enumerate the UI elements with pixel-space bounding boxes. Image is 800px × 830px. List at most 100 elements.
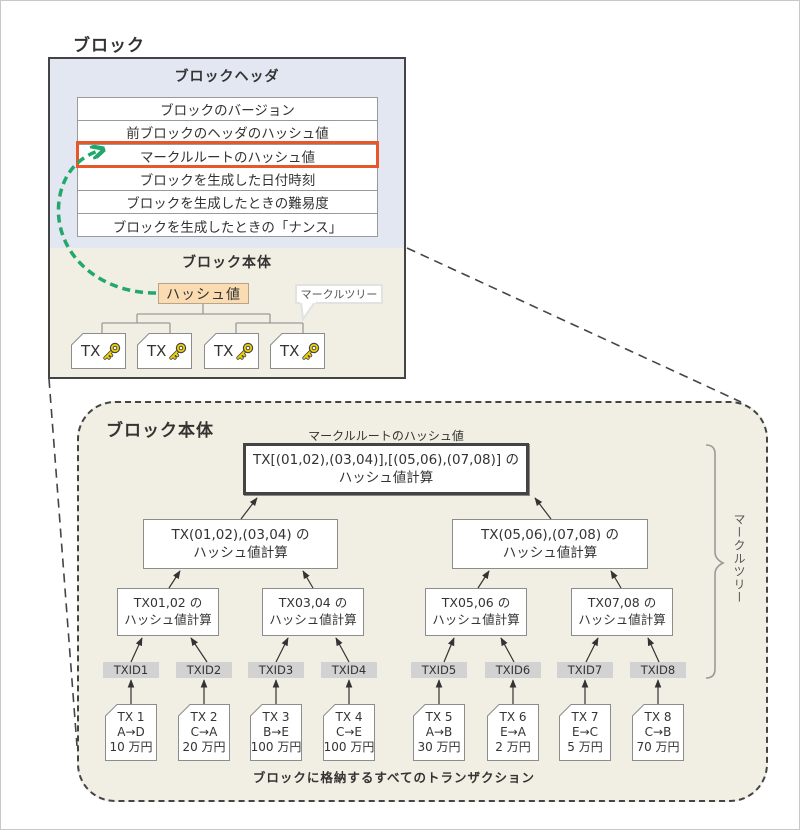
node-line-2: ハッシュ値計算 xyxy=(338,470,434,486)
merkle-root-highlight xyxy=(76,141,379,168)
level3-node: TX03,04 の ハッシュ値計算 xyxy=(262,588,364,636)
tx-transfer: C→E xyxy=(335,725,362,739)
tx-amount: 100 万円 xyxy=(250,740,302,754)
transaction-document: TX 4 C→E 100 万円 xyxy=(323,704,375,761)
tx-id: TX 4 xyxy=(335,710,363,724)
level2-node: TX(01,02),(03,04) の ハッシュ値計算 xyxy=(143,519,338,569)
tx-transfer: C→A xyxy=(190,725,218,739)
header-field-difficulty: ブロックを生成したときの難易度 xyxy=(78,191,377,215)
node-line-2: ハッシュ値計算 xyxy=(124,612,212,627)
node-line-1: TX03,04 の xyxy=(278,595,348,611)
tx-amount: 2 万円 xyxy=(495,740,531,754)
tx-label: TX xyxy=(280,342,300,360)
txid-label: TXID4 xyxy=(321,662,377,678)
transaction-document: TX 5 A→B 30 万円 xyxy=(413,704,465,761)
tx-id: TX 2 xyxy=(190,710,218,724)
merkle-tree-brace-label: マークルツリー xyxy=(732,513,746,604)
transaction-document: TX 3 B→E 100 万円 xyxy=(250,704,302,761)
merkle-tree-callout: マークルツリー xyxy=(295,284,383,304)
document-icon xyxy=(204,333,259,369)
transaction-document: TX 7 E→C 5 万円 xyxy=(559,704,611,761)
block-header-area: ブロックヘッダ ブロックのバージョン 前ブロックのヘッダのハッシュ値 マークルル… xyxy=(50,59,404,248)
tx-amount: 20 万円 xyxy=(182,740,226,754)
header-field-version: ブロックのバージョン xyxy=(78,98,377,122)
txid-label: TXID6 xyxy=(485,662,541,678)
node-line-1: TX(01,02),(03,04) の xyxy=(171,526,310,543)
txid-label: TXID5 xyxy=(411,662,467,678)
transaction-document: TX 2 C→A 20 万円 xyxy=(178,704,230,761)
tx-transfer: E→A xyxy=(500,725,526,739)
txid-label: TXID1 xyxy=(103,662,159,678)
node-line-1: TX[(01,02),(03,04)],[(05,06),(07,08)] の xyxy=(253,451,519,468)
key-icon xyxy=(169,342,187,360)
tx-amount: 5 万円 xyxy=(567,740,603,754)
key-icon xyxy=(103,342,121,360)
hash-value-box: ハッシュ値 xyxy=(158,283,249,304)
tx-id: TX 7 xyxy=(571,710,599,724)
transaction-document: TX 8 C→B 70 万円 xyxy=(632,704,684,761)
tx-transfer: A→B xyxy=(425,725,453,739)
txid-label: TXID7 xyxy=(557,662,613,678)
tx-item: TX xyxy=(71,333,126,369)
tx-item: TX xyxy=(137,333,192,369)
block-box: ブロックヘッダ ブロックのバージョン 前ブロックのヘッダのハッシュ値 マークルル… xyxy=(48,57,406,379)
document-icon xyxy=(632,704,684,761)
document-icon xyxy=(559,704,611,761)
tx-label: TX xyxy=(81,342,101,360)
header-field-nonce: ブロックを生成したときの「ナンス」 xyxy=(112,220,343,237)
node-line-1: TX05,06 の xyxy=(441,595,511,611)
tx-id: TX 5 xyxy=(425,710,453,724)
tx-amount: 10 万円 xyxy=(109,740,153,754)
header-field-timestamp: ブロックを生成した日付時刻 xyxy=(78,168,377,192)
tx-id: TX 6 xyxy=(499,710,527,724)
tx-transfer: C→B xyxy=(644,725,672,739)
block-body-detail-panel: ブロック本体 マークルルートのハッシュ値 TX[(01,02),(03,04)]… xyxy=(77,401,768,802)
level3-node: TX01,02 の ハッシュ値計算 xyxy=(117,588,219,636)
key-icon xyxy=(236,342,254,360)
document-icon xyxy=(323,704,375,761)
document-icon xyxy=(250,704,302,761)
tx-label: TX xyxy=(147,342,167,360)
block-header-title: ブロックヘッダ xyxy=(174,69,280,85)
tx-item: TX xyxy=(204,333,259,369)
node-line-1: TX(05,06),(07,08) の xyxy=(481,526,619,543)
node-line-2: ハッシュ値計算 xyxy=(269,612,357,627)
tx-transfer: A→D xyxy=(117,725,145,739)
txid-label: TXID3 xyxy=(248,662,304,678)
zoom-guide-line-right xyxy=(406,247,742,403)
node-line-2: ハッシュ値計算 xyxy=(193,545,288,561)
node-line-1: TX01,02 の xyxy=(133,595,203,611)
node-line-2: ハッシュ値計算 xyxy=(502,545,598,561)
block-body-title: ブロック本体 xyxy=(182,255,272,271)
node-line-1: TX07,08 の xyxy=(587,595,657,611)
tx-id: TX 1 xyxy=(117,710,145,724)
merkle-root-label: マークルルートのハッシュ値 xyxy=(308,429,464,443)
transaction-document: TX 1 A→D 10 万円 xyxy=(105,704,157,761)
document-icon xyxy=(270,333,325,369)
key-icon xyxy=(302,342,320,360)
txid-label: TXID2 xyxy=(176,662,232,678)
document-icon xyxy=(487,704,539,761)
transactions-caption: ブロックに格納するすべてのトランザクション xyxy=(252,770,536,785)
tx-item: TX xyxy=(270,333,325,369)
level3-node: TX07,08 の ハッシュ値計算 xyxy=(571,588,673,636)
block-title: ブロック xyxy=(73,36,145,56)
merkle-root-node: TX[(01,02),(03,04)],[(05,06),(07,08)] の … xyxy=(243,443,529,495)
detail-title: ブロック本体 xyxy=(106,421,214,441)
transaction-document: TX 6 E→A 2 万円 xyxy=(487,704,539,761)
tx-transfer: B→E xyxy=(263,725,289,739)
header-field-prev-hash: 前ブロックのヘッダのハッシュ値 xyxy=(78,121,377,145)
level3-node: TX05,06 の ハッシュ値計算 xyxy=(425,588,527,636)
document-icon xyxy=(137,333,192,369)
tx-amount: 30 万円 xyxy=(417,740,461,754)
tx-amount: 70 万円 xyxy=(636,740,680,754)
tx-transfer: E→C xyxy=(571,725,598,739)
document-icon xyxy=(71,333,126,369)
tx-id: TX 8 xyxy=(644,710,672,724)
txid-label: TXID8 xyxy=(630,662,686,678)
tx-id: TX 3 xyxy=(262,710,290,724)
node-line-2: ハッシュ値計算 xyxy=(432,612,520,627)
document-icon xyxy=(105,704,157,761)
document-icon xyxy=(413,704,465,761)
